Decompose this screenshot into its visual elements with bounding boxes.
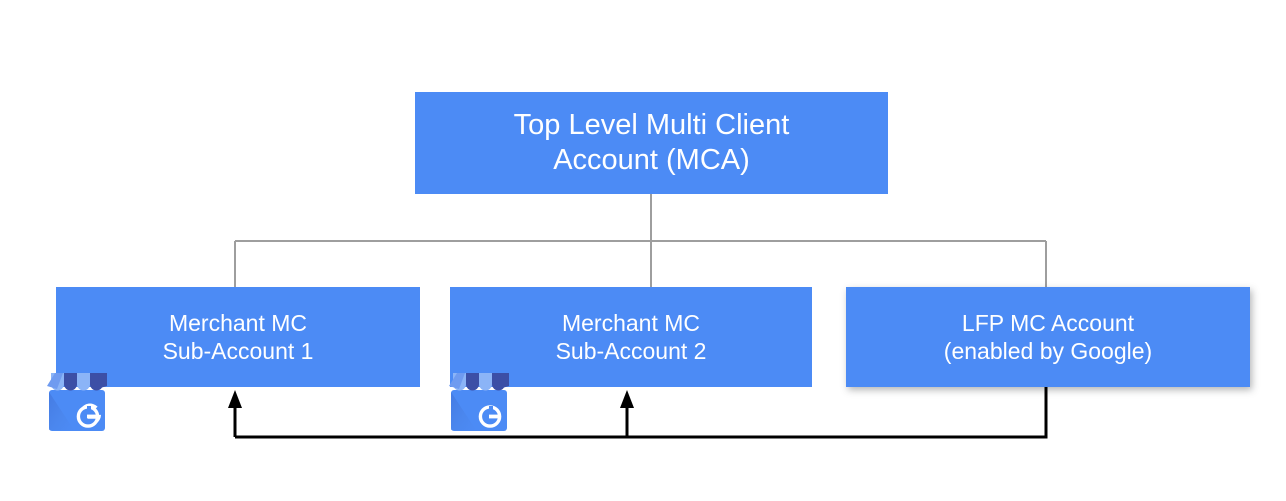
node-lfp-mc-account-label: LFP MC Account (enabled by Google) <box>943 309 1153 364</box>
node-merchant-sub-account-1-label: Merchant MC Sub-Account 1 <box>162 309 314 364</box>
node-merchant-sub-account-1: Merchant MC Sub-Account 1 <box>56 287 420 387</box>
node-top-level-mca: Top Level Multi Client Account (MCA) <box>415 92 888 194</box>
node-merchant-sub-account-2-label: Merchant MC Sub-Account 2 <box>555 309 707 364</box>
node-top-level-mca-label: Top Level Multi Client Account (MCA) <box>513 108 790 176</box>
arrowhead-merchant-1 <box>228 390 242 408</box>
node-lfp-mc-account: LFP MC Account (enabled by Google) <box>846 287 1250 387</box>
google-my-business-storefront-icon <box>47 373 107 431</box>
google-my-business-storefront-icon <box>449 373 509 431</box>
arrowhead-merchant-2 <box>620 390 634 408</box>
node-merchant-sub-account-2: Merchant MC Sub-Account 2 <box>450 287 812 387</box>
flow-path-lfp-to-merchants <box>235 387 1048 439</box>
